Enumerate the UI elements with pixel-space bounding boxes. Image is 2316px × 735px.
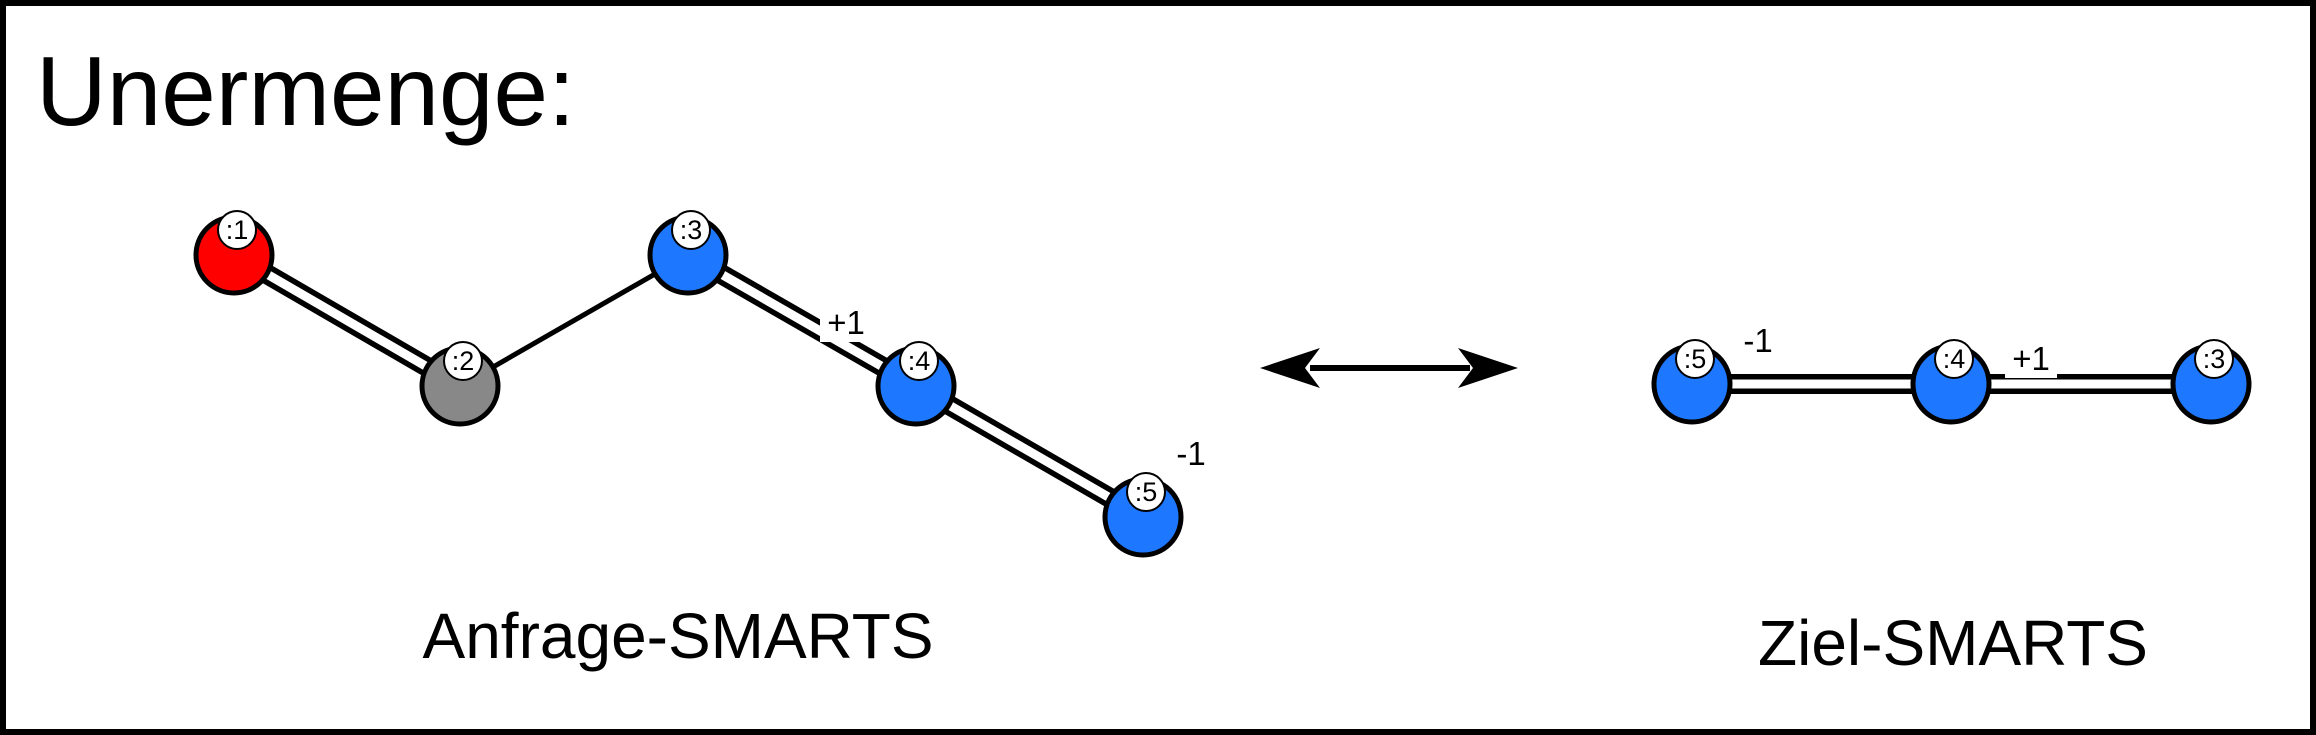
query-bond-2: [458, 252, 690, 389]
query-atoms: :1 :2 :3 :4 +1 :5 -1: [193, 210, 1217, 558]
query-caption: Anfrage-SMARTS: [423, 600, 934, 672]
query-atom-5-map-badge: [1126, 472, 1166, 512]
query-atom-4-map-label: :4: [908, 346, 931, 376]
query-bond-1: [228, 246, 466, 395]
target-atom-1-charge: -1: [1743, 322, 1772, 359]
query-atom-3: :3: [647, 210, 729, 296]
target-atom-2-map-badge: [1934, 339, 1974, 379]
query-atom-5-map-label: :5: [1135, 477, 1158, 507]
query-atom-1-map-badge: [217, 210, 257, 250]
double-headed-arrow-icon: [1260, 348, 1518, 388]
target-atom-2: :4 +1: [1910, 339, 2057, 425]
target-atom-1-map-badge: [1675, 339, 1715, 379]
query-bond-3: [683, 246, 921, 395]
target-atom-3-map-badge: [2194, 339, 2234, 379]
query-atom-3-map-label: :3: [680, 215, 703, 245]
query-atom-4: :4 +1: [820, 304, 957, 427]
target-atom-3-map-label: :3: [2203, 344, 2226, 374]
query-atom-5-charge: -1: [1176, 435, 1205, 472]
query-atom-4-charge: +1: [827, 304, 865, 341]
query-atom-1: :1: [193, 210, 275, 296]
target-atom-3: :3: [2170, 339, 2252, 425]
target-atoms: :5 -1 :4 +1 :3: [1651, 322, 2252, 425]
target-caption: Ziel-SMARTS: [1758, 607, 2148, 679]
target-molecule: :5 -1 :4 +1 :3: [1651, 322, 2252, 425]
query-bonds: [228, 246, 1148, 526]
target-atom-2-charge: +1: [2012, 340, 2050, 377]
query-atom-1-map-label: :1: [226, 215, 249, 245]
target-atom-1-map-label: :5: [1684, 344, 1707, 374]
query-atom-3-map-badge: [671, 210, 711, 250]
target-atom-2-map-label: :4: [1943, 344, 1966, 374]
diagram-title: Unermenge:: [36, 36, 575, 146]
query-bond-4: [911, 377, 1148, 526]
query-atom-5: :5 -1: [1102, 435, 1217, 558]
query-atom-2-map-label: :2: [452, 346, 475, 376]
query-atom-2: :2: [419, 341, 501, 427]
target-atom-1: :5 -1: [1651, 322, 1784, 425]
query-atom-2-map-badge: [443, 341, 483, 381]
query-atom-4-map-badge: [899, 341, 939, 381]
query-molecule: :1 :2 :3 :4 +1 :5 -1: [193, 210, 1217, 558]
